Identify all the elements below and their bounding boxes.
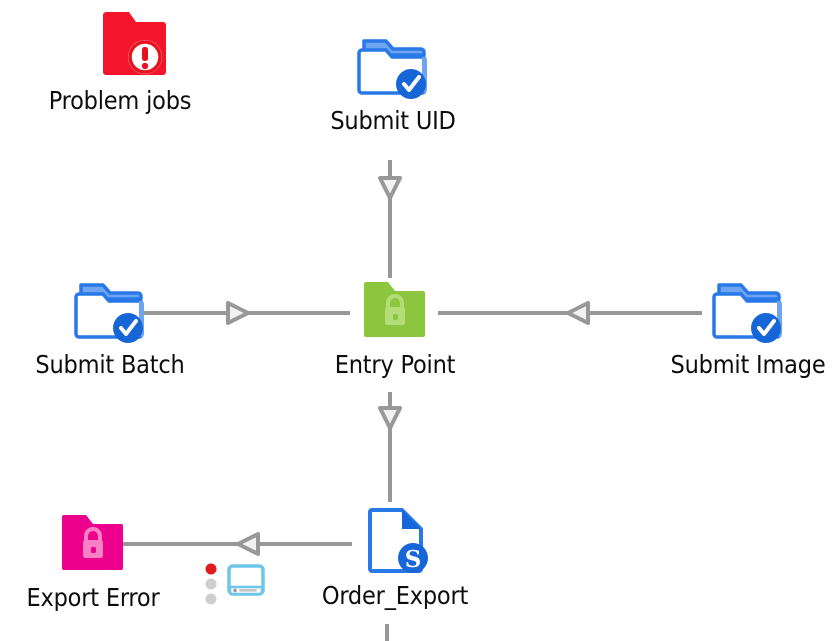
node-label-entry-point: Entry Point: [334, 350, 456, 379]
badge-circle: [113, 313, 143, 343]
lock-shackle: [84, 527, 102, 543]
folder-lock-magenta-icon[interactable]: [48, 505, 138, 577]
edge-entry-point-to-order-export[interactable]: [378, 392, 402, 504]
badge-ring: [128, 40, 162, 74]
node-label-problem-jobs: Problem jobs: [48, 86, 192, 115]
lock-keyhole: [91, 547, 96, 553]
edge-submit-uid-to-entry-point[interactable]: [378, 160, 402, 280]
status-light-gray-2: [205, 593, 217, 605]
document-s-icon[interactable]: S: [350, 503, 440, 575]
node-submit-batch[interactable]: Submit Batch: [0, 272, 220, 380]
arrowhead-down-icon: [378, 176, 402, 200]
document-folded-corner: [402, 510, 421, 529]
status-light-red: [205, 563, 217, 575]
drive-slot: [239, 589, 257, 592]
node-export-error[interactable]: Export Error: [0, 505, 203, 613]
badge-letter-s: S: [405, 546, 422, 573]
edge-submit-batch-to-entry-point[interactable]: [142, 301, 352, 325]
node-label-submit-uid: Submit UID: [330, 106, 456, 135]
edge-submit-image-to-entry-point[interactable]: [436, 301, 702, 325]
arrowhead-right-icon: [226, 301, 250, 325]
badge-circle: [396, 69, 426, 99]
exclamation-dot: [141, 62, 149, 70]
node-order-export[interactable]: S Order_Export: [285, 503, 505, 611]
node-label-submit-image: Submit Image: [670, 350, 826, 379]
check-glyph: [119, 319, 138, 336]
node-label-submit-batch: Submit Batch: [35, 350, 185, 379]
folder-check-icon[interactable]: [703, 272, 793, 344]
node-label-export-error: Export Error: [26, 583, 160, 612]
arrowhead-down-icon: [378, 406, 402, 430]
node-submit-uid[interactable]: Submit UID: [283, 28, 503, 136]
drive-indicator: [233, 588, 237, 593]
folder-check-icon[interactable]: [348, 28, 438, 100]
drive-server-icon[interactable]: [203, 560, 271, 610]
check-glyph: [757, 319, 776, 336]
node-entry-point[interactable]: Entry Point: [285, 272, 505, 380]
arrowhead-left-icon: [566, 301, 590, 325]
badge-circle: [398, 543, 428, 573]
folder-lock-green-icon[interactable]: [350, 272, 440, 344]
node-submit-image[interactable]: Submit Image: [638, 272, 836, 380]
folder-check-icon[interactable]: [65, 272, 155, 344]
edge-order-export-to-export-error[interactable]: [122, 532, 354, 556]
exclamation-stem: [142, 47, 148, 61]
badge-circle: [751, 313, 781, 343]
node-problem-jobs[interactable]: Problem jobs: [10, 8, 230, 116]
node-label-order-export: Order_Export: [321, 581, 469, 610]
edge-order-export-downstream-stub[interactable]: [383, 624, 391, 641]
arrowhead-left-icon: [236, 532, 260, 556]
lock-shackle: [386, 294, 404, 310]
check-glyph: [402, 75, 421, 92]
lock-keyhole: [393, 314, 398, 320]
folder-error-icon[interactable]: [75, 8, 166, 80]
status-light-gray-1: [205, 578, 217, 590]
